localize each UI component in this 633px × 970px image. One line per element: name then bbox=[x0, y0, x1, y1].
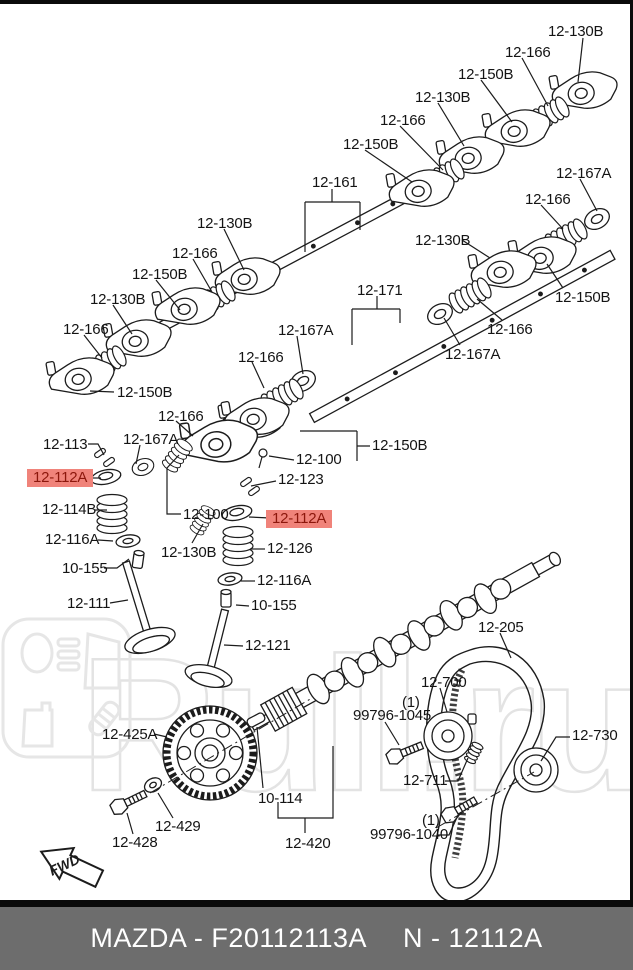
dowel-pin-10-114 bbox=[246, 712, 266, 728]
part-label: 12-166 bbox=[158, 408, 204, 425]
part-label: 12-166 bbox=[63, 321, 109, 338]
part-label: 12-166 bbox=[487, 321, 533, 338]
part-label: 12-161 bbox=[312, 174, 358, 191]
part-label-highlighted: 12-112A bbox=[27, 469, 94, 487]
part-label: 10-155 bbox=[251, 597, 297, 614]
part-label: 12-130B bbox=[548, 23, 604, 40]
idler-pulley-12-730 bbox=[513, 747, 559, 793]
footer-catalog-code: MAZDA - F20112113A bbox=[90, 923, 368, 953]
part-label: 12-166 bbox=[505, 44, 551, 61]
part-label: 10-155 bbox=[62, 560, 108, 577]
rocker-arm-cluster-center bbox=[160, 390, 294, 538]
tensioner-pulley-12-700 bbox=[423, 711, 477, 761]
part-label: 12-711 bbox=[403, 772, 448, 789]
part-label: 12-730 bbox=[572, 727, 618, 744]
part-label: 12-166 bbox=[238, 349, 284, 366]
part-label: 12-205 bbox=[478, 619, 524, 636]
valve-assembly-left bbox=[89, 446, 176, 655]
part-label: 12-167A bbox=[278, 322, 334, 339]
part-label: 12-130B bbox=[161, 544, 217, 561]
leader-lines bbox=[83, 37, 598, 836]
part-label: 12-123 bbox=[278, 471, 324, 488]
part-label: 12-167A bbox=[445, 346, 501, 363]
watermark-icon-box bbox=[1, 617, 132, 759]
part-label: 12-420 bbox=[285, 835, 331, 852]
diagram-art: Rull.ru bbox=[1, 37, 633, 903]
part-label: 12-114B bbox=[42, 501, 97, 518]
part-label: 12-111 bbox=[67, 595, 111, 612]
rocker-shaft-12-171 bbox=[308, 249, 616, 424]
part-label: 99796-1040 bbox=[370, 826, 449, 843]
part-label: 12-429 bbox=[155, 818, 201, 835]
camshaft-12-420 bbox=[249, 551, 562, 733]
tensioner-spring-12-711 bbox=[464, 741, 484, 765]
car-door-icon bbox=[83, 632, 121, 690]
part-label: 12-130B bbox=[197, 215, 253, 232]
headlight-icon bbox=[20, 632, 54, 674]
oil-can-icon bbox=[21, 701, 54, 748]
watermark-text: Rull.ru bbox=[80, 619, 633, 831]
part-label: 12-100 bbox=[183, 506, 229, 523]
part-label: 12-113 bbox=[43, 436, 88, 453]
part-label: 99796-1045 bbox=[353, 707, 432, 724]
part-label: 12-171 bbox=[357, 282, 403, 299]
part-label: 12-116A bbox=[257, 572, 312, 589]
part-label: 12-167A bbox=[123, 431, 179, 448]
labels-layer: 12-130B 12-166 12-150B 12-130B 12-166 12-150B… bbox=[27, 23, 618, 852]
cam-sprocket-12-425A bbox=[162, 705, 258, 801]
part-label: 12-126 bbox=[267, 540, 313, 557]
part-label-highlighted: 12-112A bbox=[266, 510, 333, 528]
part-label: 12-116A bbox=[45, 531, 100, 548]
part-label: 12-166 bbox=[525, 191, 571, 208]
top-border-line bbox=[0, 0, 633, 4]
part-label: (1) bbox=[422, 812, 440, 829]
part-label: 12-121 bbox=[245, 637, 291, 654]
part-label: 12-700 bbox=[421, 674, 467, 691]
part-label: 12-130B bbox=[90, 291, 146, 308]
footer-bar: MAZDA - F20112113A N - 12112A bbox=[0, 907, 633, 970]
part-label: 12-150B bbox=[132, 266, 188, 283]
part-label: 12-425A bbox=[102, 726, 158, 743]
part-label: 12-150B bbox=[372, 437, 428, 454]
footer-part-number: N - 12112A bbox=[403, 923, 543, 953]
part-label: 12-150B bbox=[343, 136, 399, 153]
valve-12-121 bbox=[184, 608, 233, 689]
part-label: 12-150B bbox=[555, 289, 611, 306]
valve-12-111 bbox=[121, 560, 176, 655]
axis-lines bbox=[149, 697, 535, 829]
bottom-border-line bbox=[0, 900, 633, 907]
part-label: 12-100 bbox=[296, 451, 342, 468]
part-label: 10-114 bbox=[258, 790, 303, 807]
shock-absorber-icon bbox=[88, 700, 121, 737]
valve-assembly-right bbox=[184, 475, 261, 689]
part-label: 12-150B bbox=[117, 384, 173, 401]
part-label: 12-166 bbox=[172, 245, 218, 262]
part-label: 12-166 bbox=[380, 112, 426, 129]
part-label: 12-167A bbox=[556, 165, 612, 182]
fwd-arrow bbox=[39, 846, 105, 889]
part-label: 12-150B bbox=[458, 66, 514, 83]
right-border-line bbox=[630, 0, 633, 903]
part-label: (1) bbox=[402, 694, 420, 711]
part-label: 12-428 bbox=[112, 834, 158, 851]
part-label: 12-130B bbox=[415, 89, 471, 106]
part-label: 12-130B bbox=[415, 232, 471, 249]
